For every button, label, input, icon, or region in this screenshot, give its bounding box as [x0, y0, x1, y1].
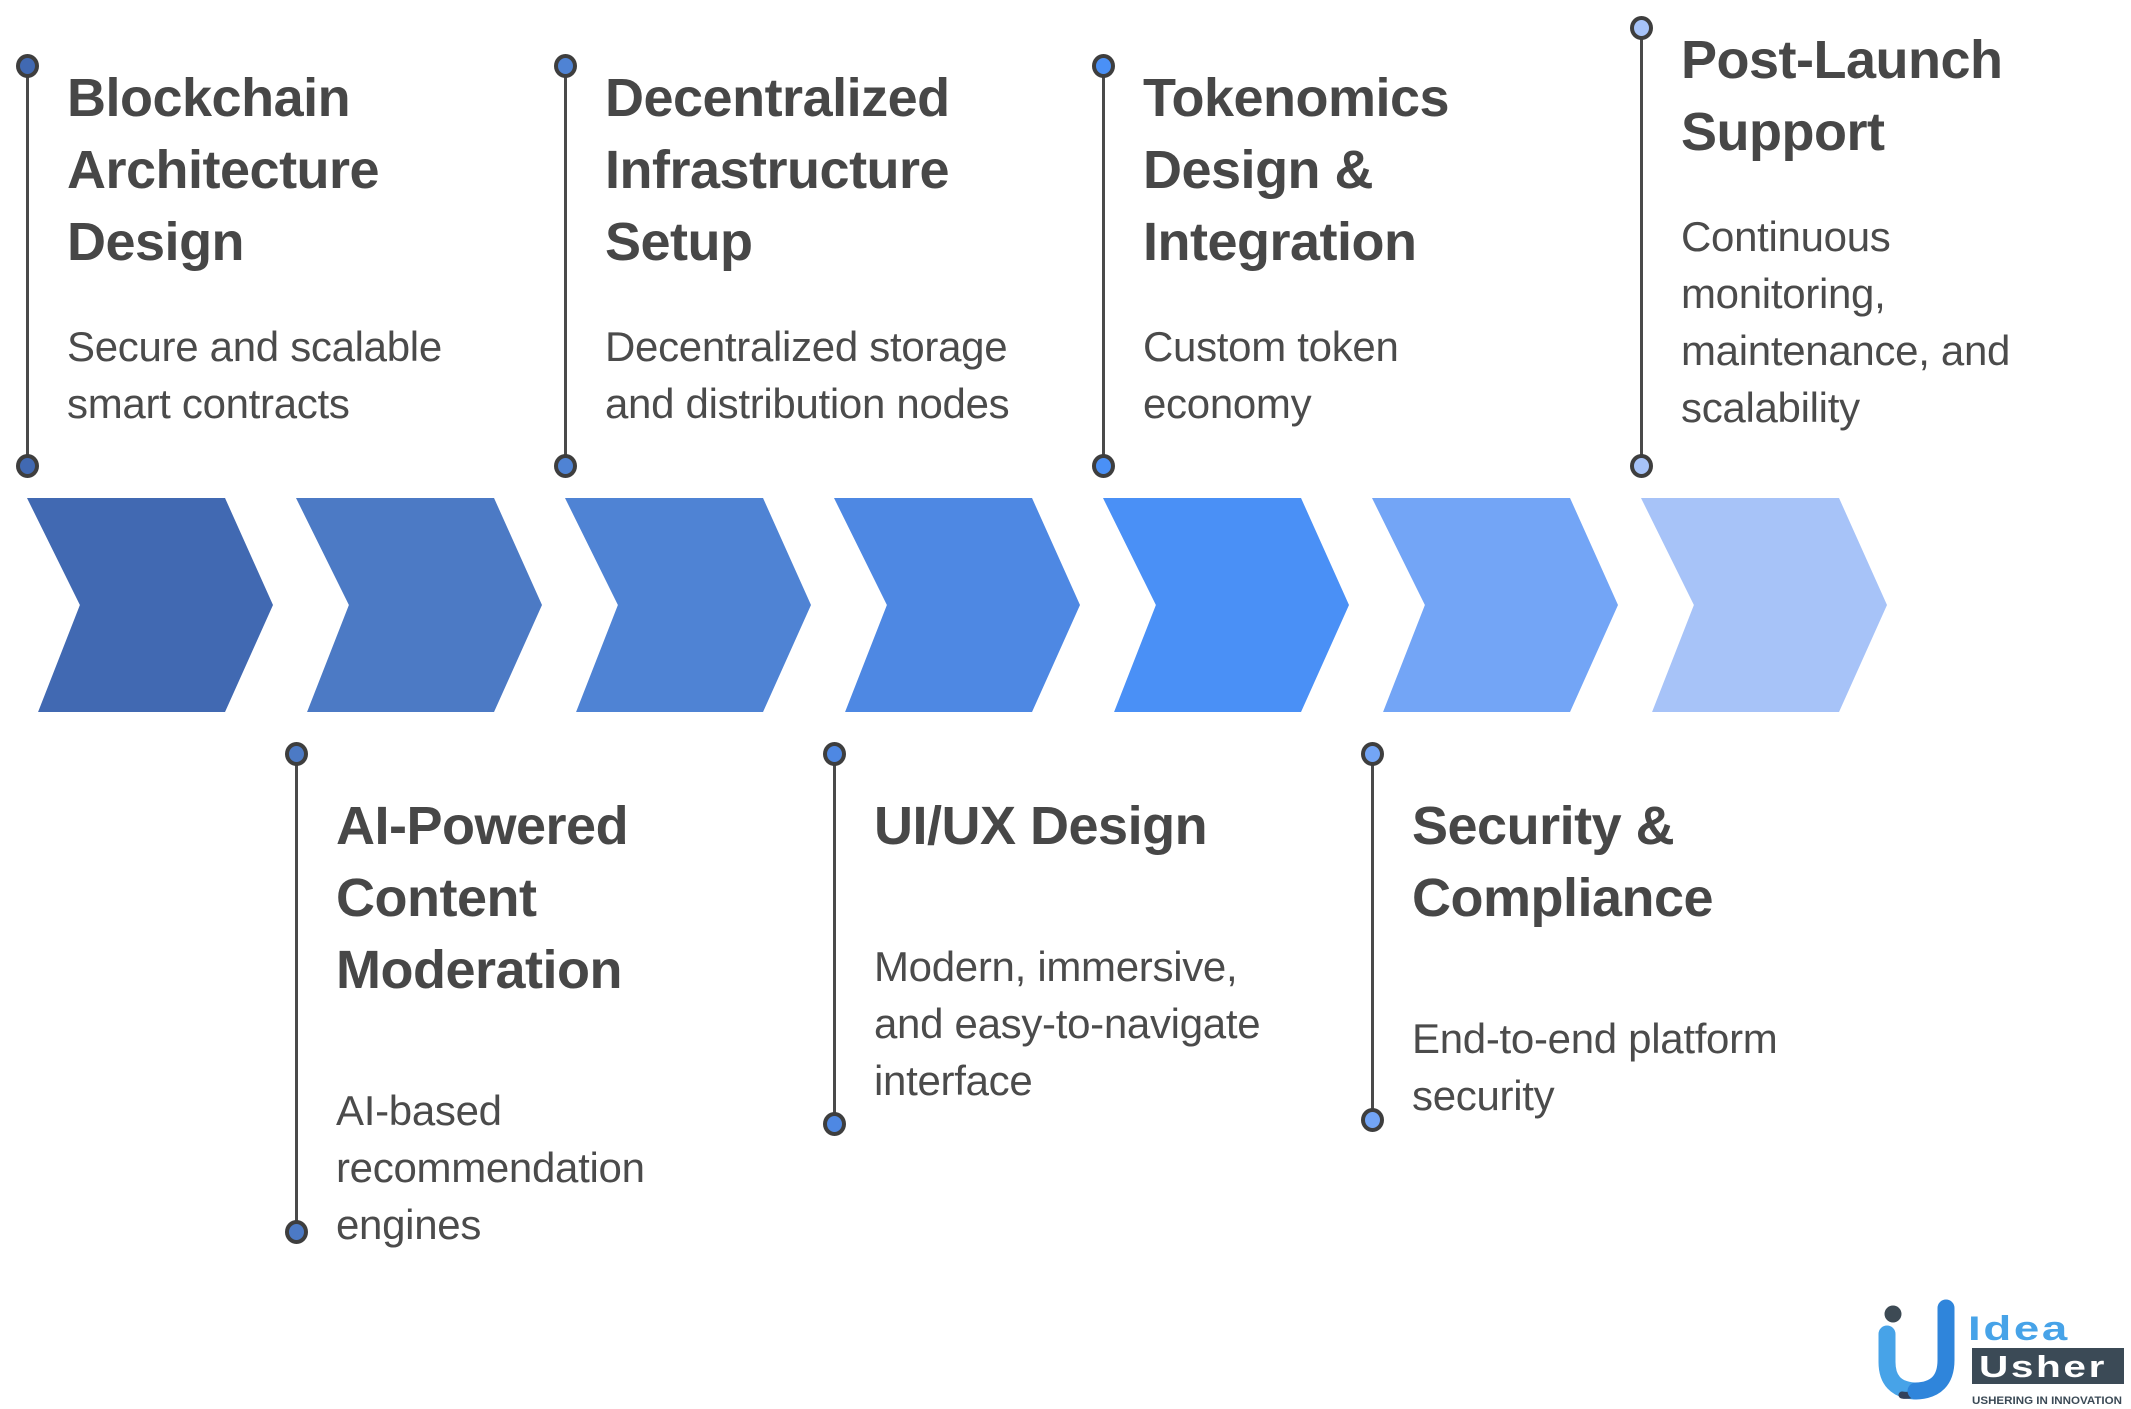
connector-dot-top-post-launch-support	[1630, 16, 1653, 40]
connector-dot-top-security-compliance	[1361, 742, 1384, 766]
connector-dot-bottom-security-compliance	[1361, 1108, 1384, 1132]
connector-dot-top-decentralized-infrastructure-setup	[554, 54, 577, 78]
connector-dot-top-ai-powered-content-moderation	[285, 742, 308, 766]
step-title-ui-ux-design: UI/UX Design	[874, 796, 1208, 856]
connector-dot-bottom-ai-powered-content-moderation	[285, 1220, 308, 1244]
chevron-arrow-tokenomics-design-integration	[1103, 498, 1349, 712]
step-description-security-compliance: End-to-end platform security	[1412, 1015, 1778, 1119]
step-title-blockchain-architecture-design: Blockchain Architecture Design	[67, 68, 380, 272]
step-title-decentralized-infrastructure-setup: Decentralized Infrastructure Setup	[605, 68, 950, 272]
idea-usher-logo: Idea Usher USHERING IN INNOVATION	[1878, 1299, 2124, 1407]
step-description-ui-ux-design: Modern, immersive, and easy-to-navigate …	[874, 943, 1261, 1104]
connector-dot-bottom-tokenomics-design-integration	[1092, 454, 1115, 478]
chevron-arrow-blockchain-architecture-design	[27, 498, 273, 712]
chevron-arrow-ai-powered-content-moderation	[296, 498, 542, 712]
connector-line-blockchain-architecture-design	[25, 66, 29, 466]
connector-line-tokenomics-design-integration	[1101, 66, 1105, 466]
chevron-arrow-decentralized-infrastructure-setup	[565, 498, 811, 712]
step-description-ai-powered-content-moderation: AI-based recommendation engines	[336, 1087, 645, 1248]
logo-brand-box	[1972, 1348, 2124, 1384]
connector-line-ui-ux-design	[832, 754, 836, 1124]
connector-line-ai-powered-content-moderation	[294, 754, 298, 1232]
logo-brand-bottom-text: Usher	[1979, 1349, 2107, 1384]
logo-u-right-limb	[1907, 1299, 1955, 1400]
connector-line-security-compliance	[1370, 754, 1374, 1120]
step-title-post-launch-support: Post-Launch Support	[1681, 30, 2003, 162]
connector-dot-bottom-ui-ux-design	[823, 1112, 846, 1136]
connector-dot-top-blockchain-architecture-design	[16, 54, 39, 78]
chevron-arrow-security-compliance	[1372, 498, 1618, 712]
connector-dot-bottom-decentralized-infrastructure-setup	[554, 454, 577, 478]
connector-line-post-launch-support	[1639, 28, 1643, 466]
idea-usher-logo-mark	[1878, 1299, 1955, 1400]
step-title-tokenomics-design-integration: Tokenomics Design & Integration	[1143, 68, 1450, 272]
logo-brand-top-text: Idea	[1968, 1310, 2070, 1348]
connector-dot-top-ui-ux-design	[823, 742, 846, 766]
step-description-blockchain-architecture-design: Secure and scalable smart contracts	[67, 323, 442, 427]
connector-dot-top-tokenomics-design-integration	[1092, 54, 1115, 78]
chevron-arrow-post-launch-support	[1641, 498, 1887, 712]
connector-line-decentralized-infrastructure-setup	[563, 66, 567, 466]
step-description-post-launch-support: Continuous monitoring, maintenance, and …	[1681, 213, 2011, 431]
step-description-decentralized-infrastructure-setup: Decentralized storage and distribution n…	[605, 323, 1010, 427]
step-description-tokenomics-design-integration: Custom token economy	[1143, 323, 1399, 427]
step-title-ai-powered-content-moderation: AI-Powered Content Moderation	[336, 796, 629, 1000]
logo-u-left-limb	[1878, 1325, 1923, 1400]
connector-dot-bottom-blockchain-architecture-design	[16, 454, 39, 478]
step-title-security-compliance: Security & Compliance	[1412, 796, 1714, 928]
connector-dot-bottom-post-launch-support	[1630, 454, 1653, 478]
logo-i-dot	[1884, 1305, 1902, 1323]
logo-tagline: USHERING IN INNOVATION	[1972, 1395, 2122, 1407]
chevron-arrow-ui-ux-design	[834, 498, 1080, 712]
